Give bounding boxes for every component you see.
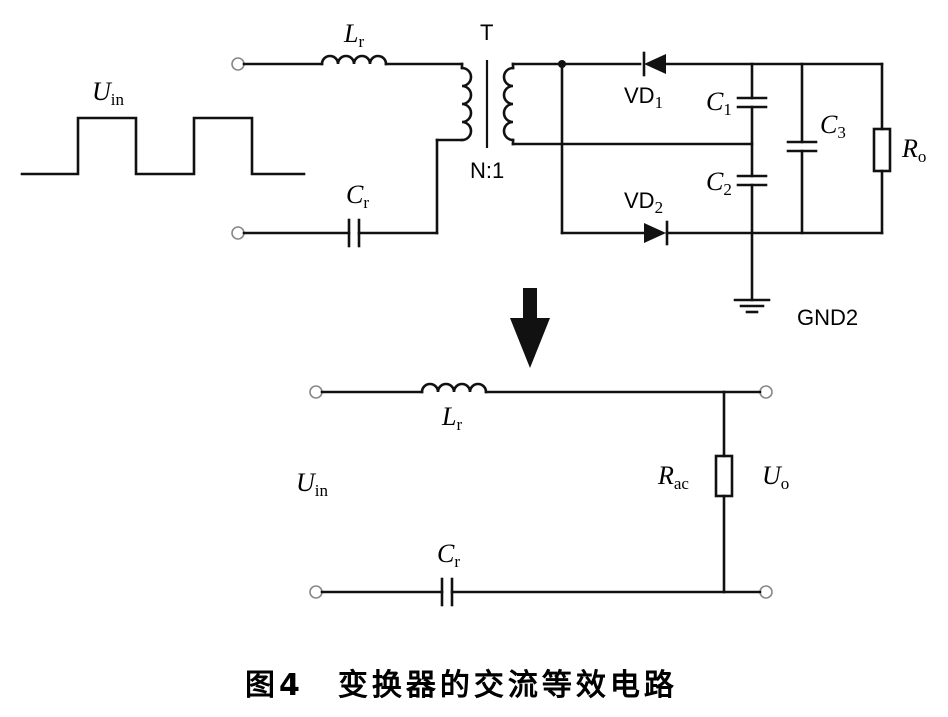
eq-ac-resistor <box>714 454 734 498</box>
diode1-label: VD1 <box>624 83 663 112</box>
arrow-down-icon <box>510 288 550 368</box>
eq-input-terminal-bottom <box>309 585 323 599</box>
eq-output-label: Uo <box>762 461 789 493</box>
ground-label: GND2 <box>797 305 858 330</box>
transformer-label: T <box>480 20 493 45</box>
diode-vd2 <box>644 220 669 246</box>
capacitor-label: Cr <box>346 180 369 212</box>
eq-capacitor-label: Cr <box>437 539 460 571</box>
input-terminal-bottom <box>231 226 245 240</box>
input-square-wave <box>20 116 306 176</box>
figure-caption: 图4 变换器的交流等效电路 <box>245 668 678 703</box>
ground-symbol <box>733 298 771 314</box>
eq-inductor-label: Lr <box>441 402 462 434</box>
turns-ratio-label: N:1 <box>470 158 504 183</box>
resonant-inductor <box>320 54 388 66</box>
cap1-label: C1 <box>706 87 732 119</box>
transformer-primary-winding <box>460 66 473 142</box>
capacitor-c1 <box>736 96 768 109</box>
resonant-capacitor <box>347 218 361 248</box>
diode-vd1 <box>642 51 666 77</box>
cap2-label: C2 <box>706 167 732 199</box>
load-label: Ro <box>901 134 926 166</box>
eq-output-terminal-top <box>759 385 773 399</box>
inductor-label: Lr <box>343 19 364 51</box>
eq-resistor-label: Rac <box>657 461 689 493</box>
eq-capacitor <box>440 577 454 607</box>
eq-input-terminal-top <box>309 385 323 399</box>
input-terminal-top <box>231 57 245 71</box>
capacitor-c2 <box>736 174 768 187</box>
eq-input-label: Uin <box>296 468 329 500</box>
eq-output-terminal-bottom <box>759 585 773 599</box>
input-voltage-label: Uin <box>92 77 125 109</box>
load-resistor <box>872 127 892 173</box>
cap3-label: C3 <box>820 110 846 142</box>
capacitor-c3 <box>786 140 818 153</box>
eq-inductor <box>420 382 488 394</box>
diode2-label: VD2 <box>624 188 663 217</box>
transformer-secondary-winding <box>502 66 515 142</box>
